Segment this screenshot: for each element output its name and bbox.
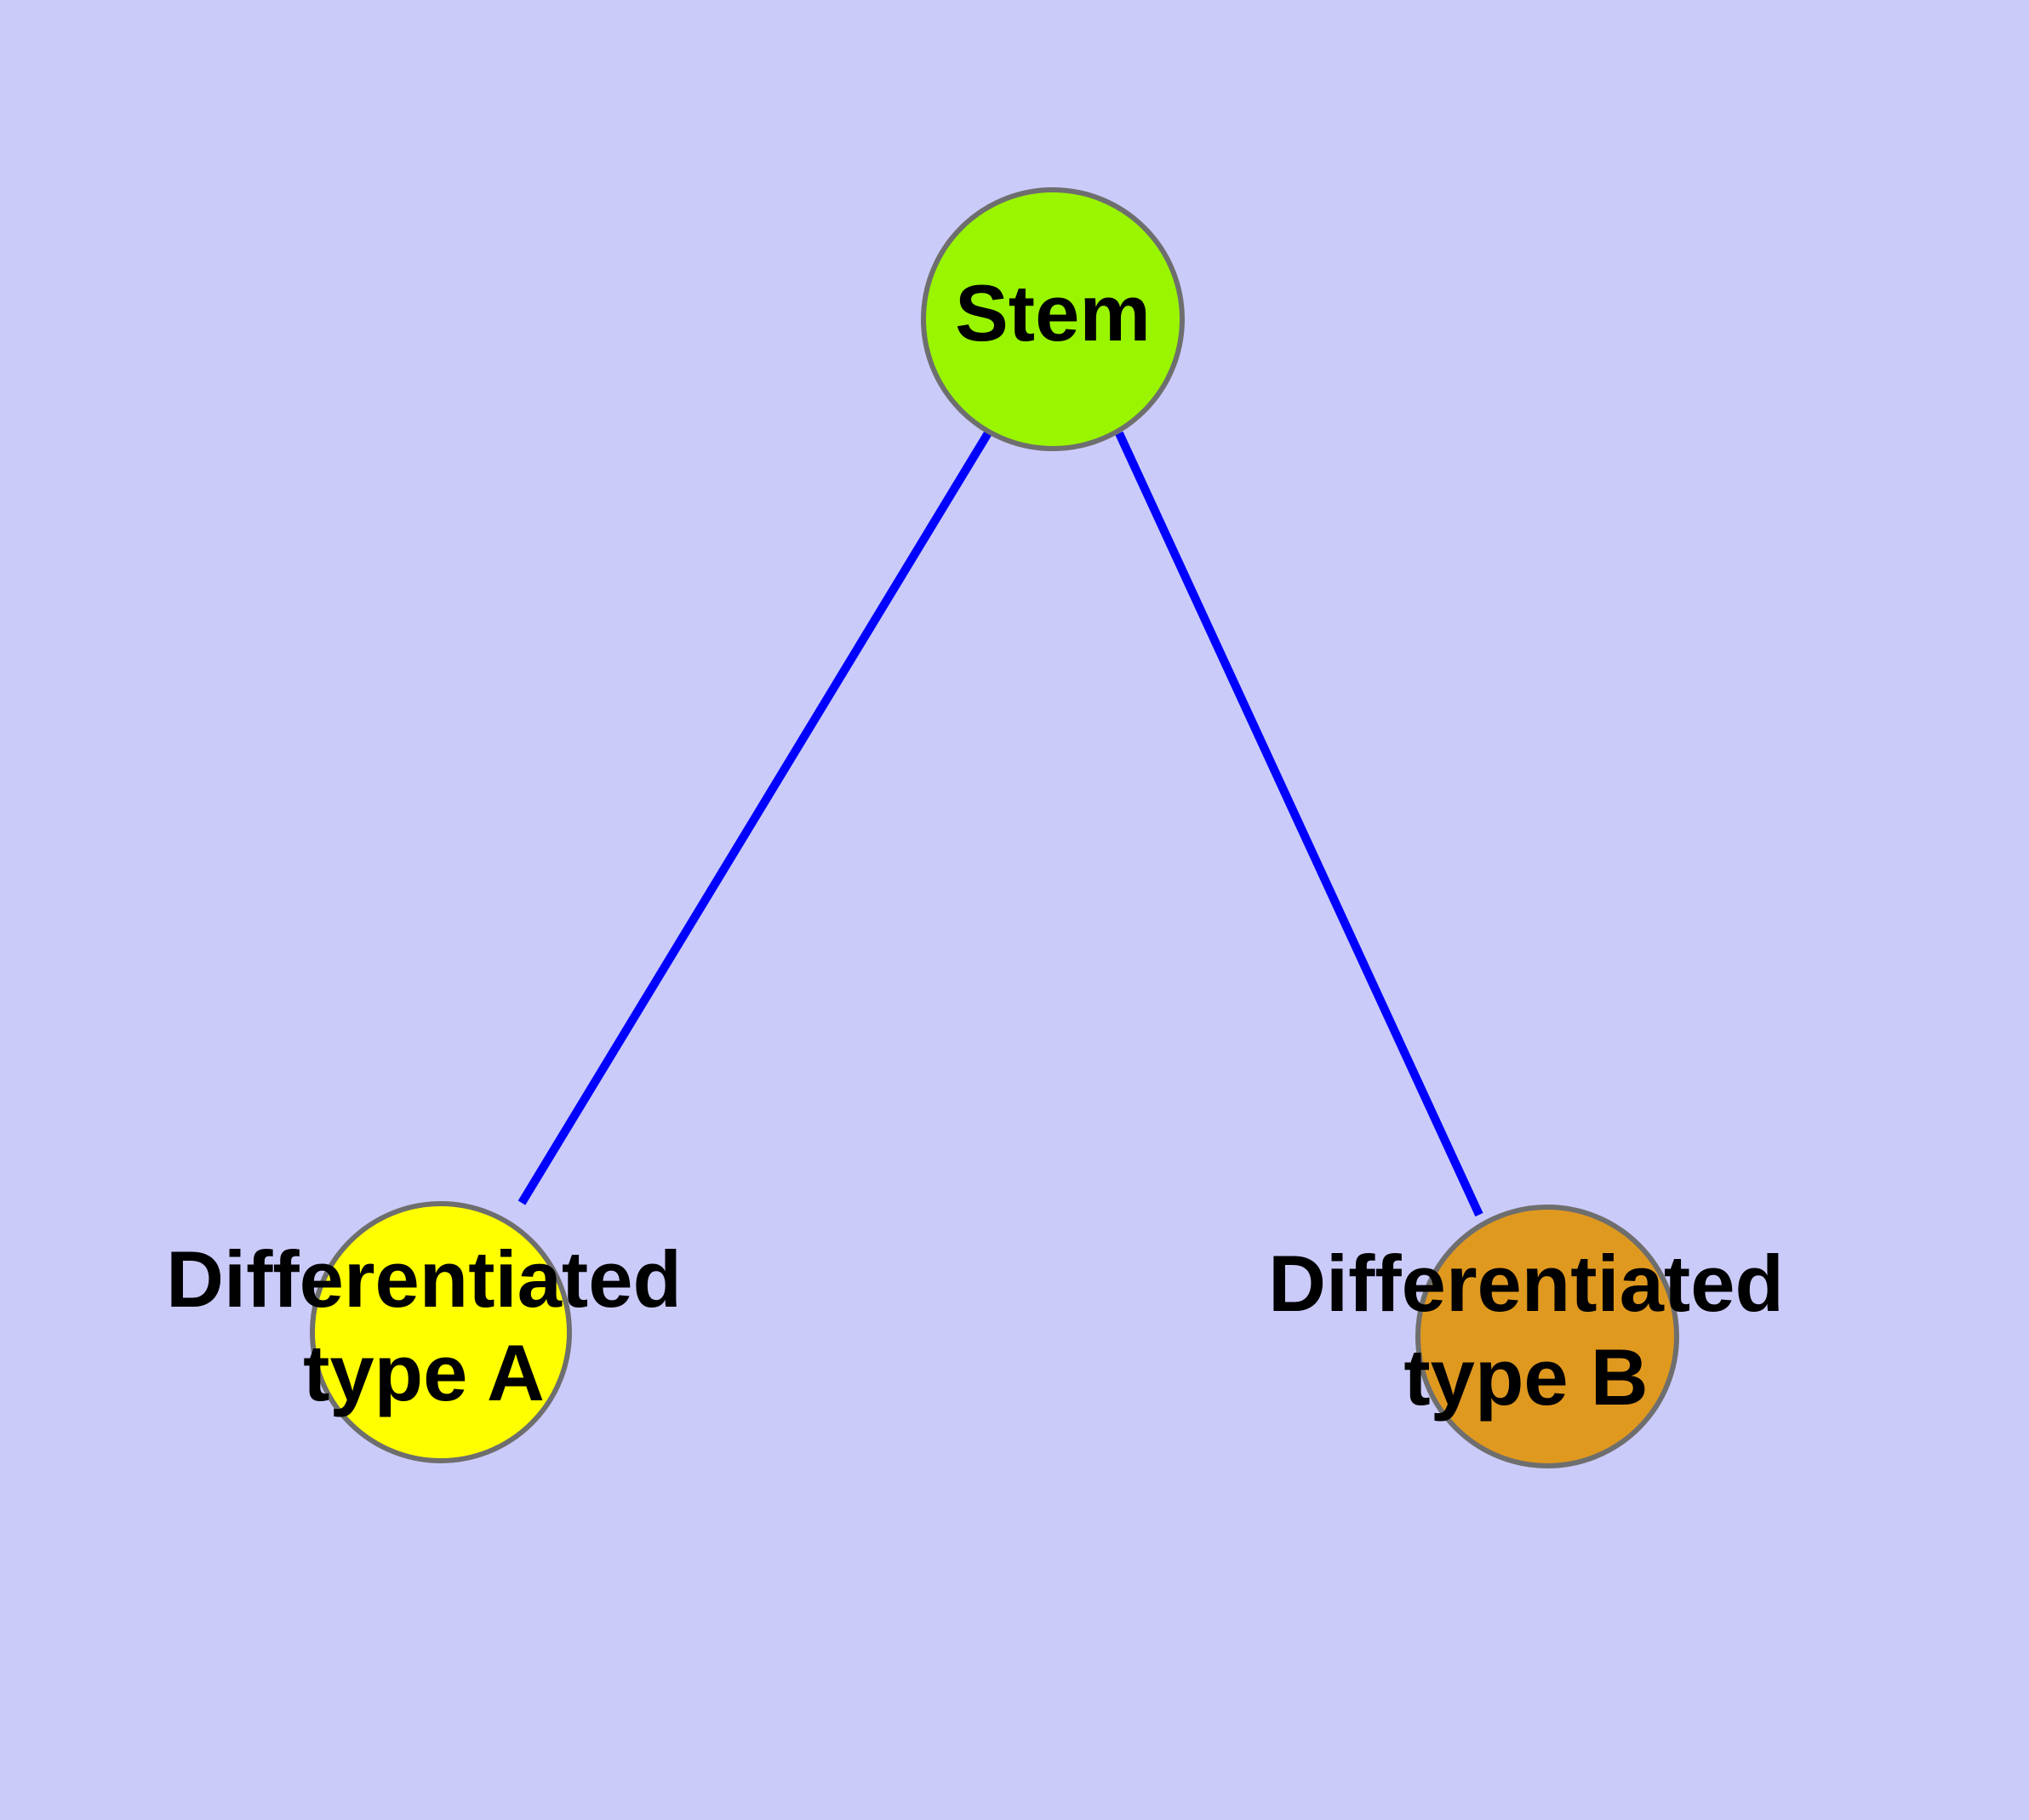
graph-node-stem[interactable]: [921, 187, 1185, 451]
node-label-line: type B: [1403, 1332, 1648, 1422]
node-label-line: Stem: [955, 268, 1151, 358]
graph-node-diff-b[interactable]: [1415, 1205, 1679, 1468]
node-label-stem: Stem: [955, 268, 1151, 358]
graph-node-diff-a[interactable]: [310, 1201, 572, 1463]
node-label-line: Differentiated: [1268, 1239, 1784, 1328]
edges-layer: [517, 429, 1483, 1217]
graph-edge-stem-to-diff-a[interactable]: [517, 429, 993, 1205]
node-label-line: type A: [303, 1328, 545, 1417]
node-label-line: Differentiated: [166, 1234, 682, 1324]
graph-edge-stem-to-diff-b[interactable]: [1115, 431, 1483, 1217]
nodes-layer: [310, 187, 1679, 1468]
